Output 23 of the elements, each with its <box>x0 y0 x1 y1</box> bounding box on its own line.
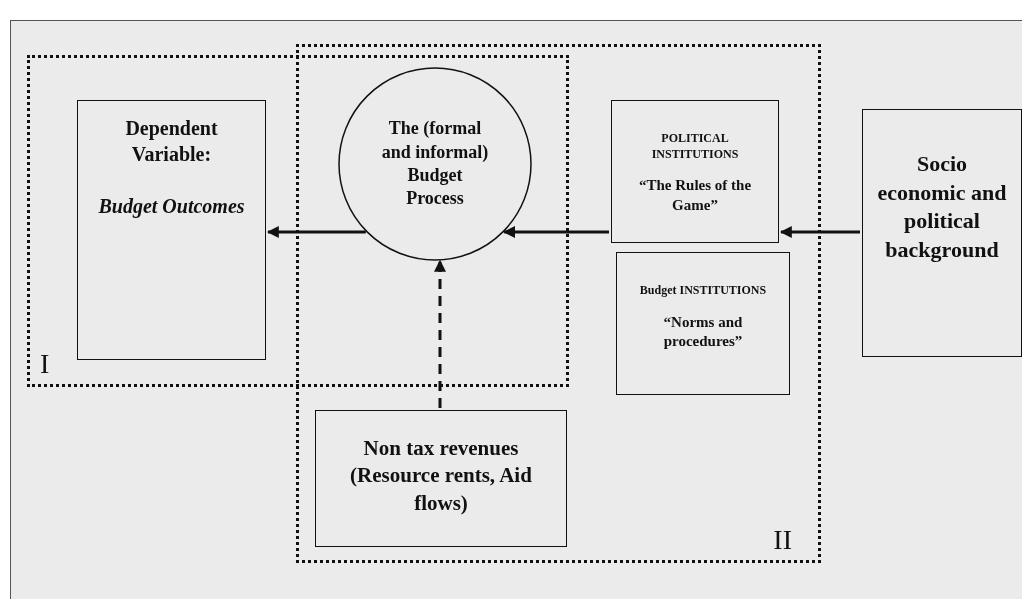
arrow <box>779 226 860 238</box>
box-text: Budget Outcomes <box>97 194 246 219</box>
arrow <box>266 226 366 238</box>
process-circle <box>338 67 532 261</box>
box-text: “The Rules of the Game” <box>637 176 753 215</box>
box-text: “Norms and procedures” <box>662 312 744 352</box>
institution-box <box>616 252 790 395</box>
institution-box <box>611 100 779 243</box>
box-heading: Non tax revenues (Resource rents, Aid flows) <box>349 435 533 517</box>
arrow <box>434 259 446 408</box>
box-heading: POLITICAL INSTITUTIONS <box>650 131 740 163</box>
revenue-box <box>315 410 567 547</box>
region-numeral: II <box>773 526 792 554</box>
arrow <box>502 226 609 238</box>
box-heading: Socio economic and political background <box>876 150 1008 264</box>
dotted-region <box>296 44 821 563</box>
background-box <box>862 109 1022 357</box>
variable-box <box>77 100 266 360</box>
dotted-region <box>27 55 569 387</box>
region-numeral: I <box>40 350 50 378</box>
box-heading: Dependent Variable: <box>124 116 219 167</box>
box-heading: The (formal and informal) Budget Process <box>380 117 490 211</box>
box-heading: Budget INSTITUTIONS <box>638 283 768 299</box>
